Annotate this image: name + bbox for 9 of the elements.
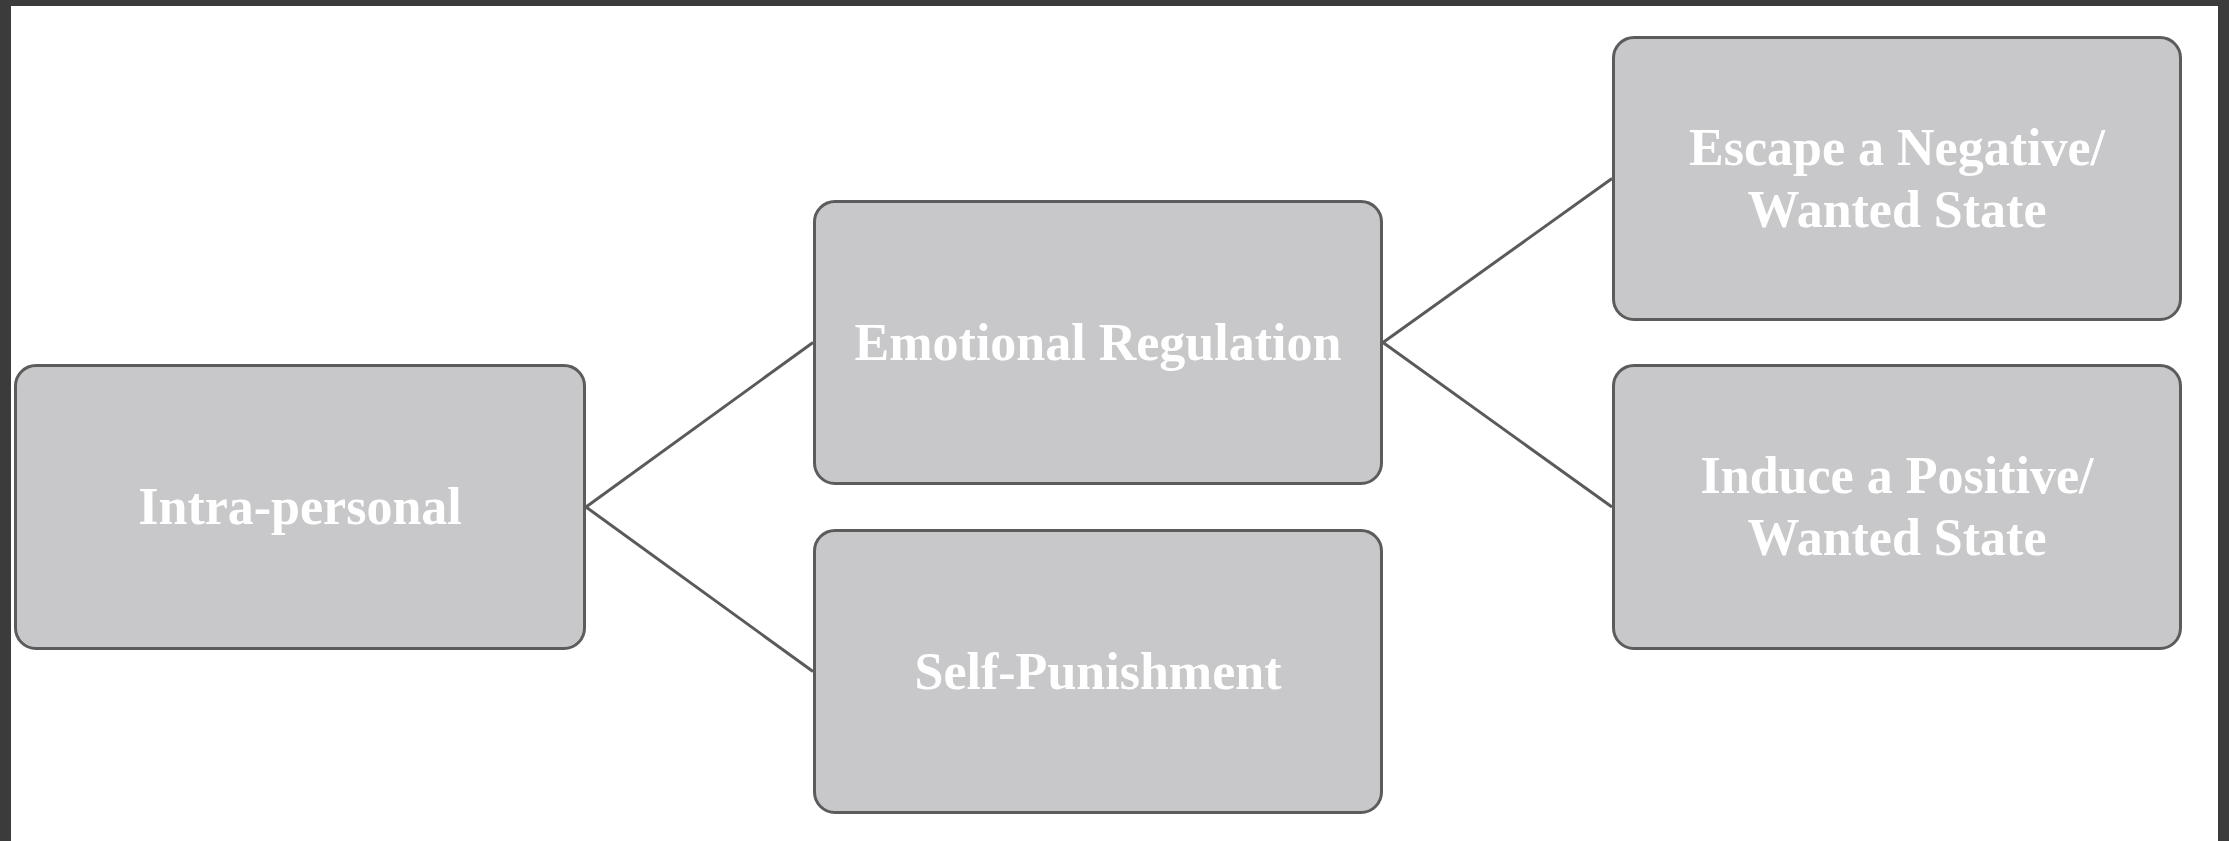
category-box xyxy=(14,364,586,650)
category-box xyxy=(813,529,1383,814)
connector-line xyxy=(1382,341,1613,509)
category-box xyxy=(1612,36,2182,321)
category-box xyxy=(813,200,1383,485)
connector-line xyxy=(1382,177,1613,344)
connector-line xyxy=(585,341,814,509)
category-box xyxy=(1612,364,2182,650)
connector-line xyxy=(585,505,814,673)
